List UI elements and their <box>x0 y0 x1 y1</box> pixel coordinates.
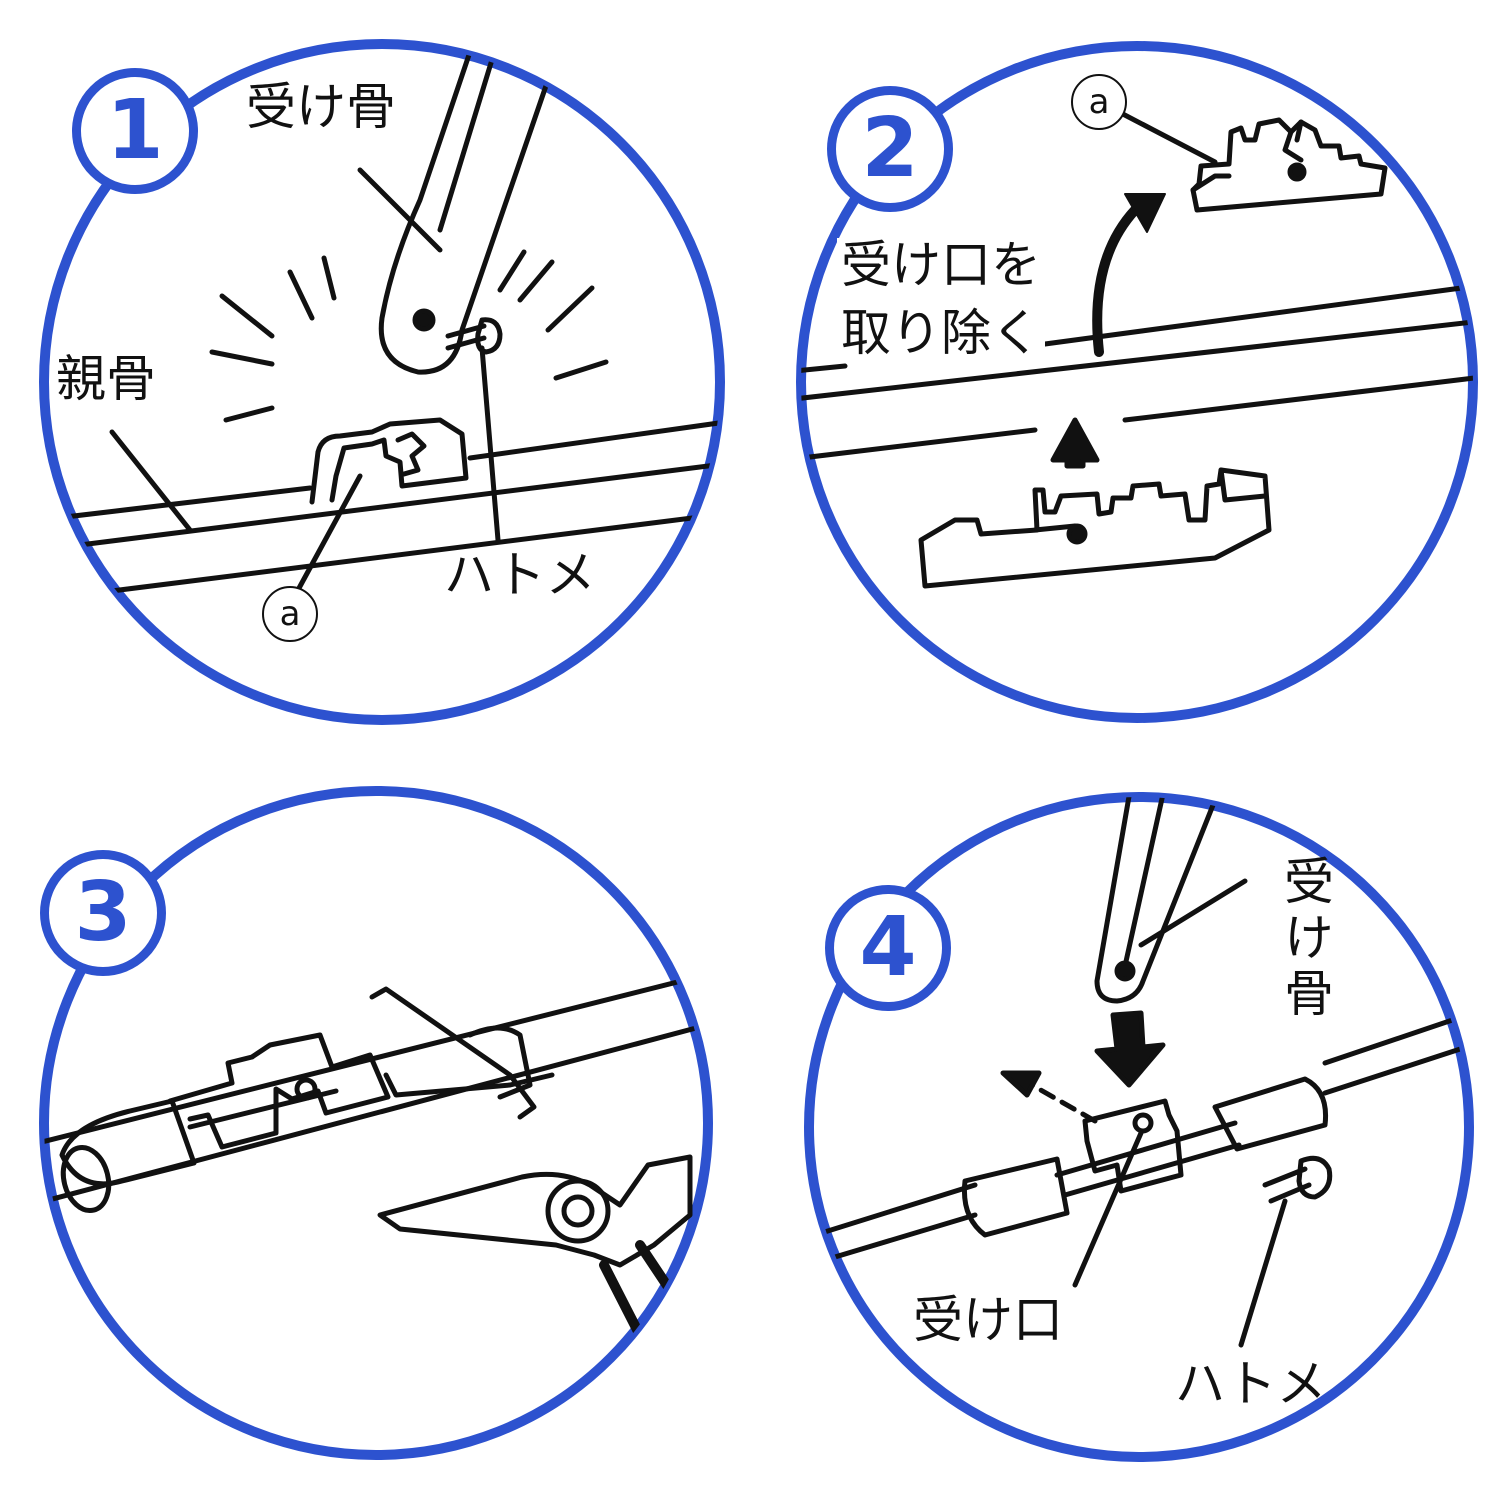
label-eyelet: ハトメ <box>1175 1355 1327 1413</box>
receiver-hole-upper <box>1287 162 1307 182</box>
receiver-hole-lower <box>1066 523 1088 545</box>
label-receiver: 受け口 <box>913 1291 1063 1349</box>
marker-a: a <box>1071 74 1127 130</box>
label-eyelet: ハトメ <box>444 546 596 604</box>
step-2-badge: 2 <box>827 86 953 212</box>
marker-a: a <box>262 586 318 642</box>
label-instruction-line-1: 受け口を <box>837 238 1045 293</box>
receiver-part-upper <box>1190 117 1388 213</box>
up-arrow <box>1050 417 1100 469</box>
impact-lines <box>209 249 609 423</box>
receiver-part <box>1054 1120 1242 1198</box>
label-instruction-line-2: 取り除く <box>837 306 1045 361</box>
main-rib-line-3 <box>801 373 1473 463</box>
eyelet <box>445 317 503 355</box>
panel-step-1: 1 受け骨 親骨 ハトメ a <box>0 0 745 745</box>
label-main-rib: 親骨 <box>52 352 160 407</box>
down-arrow <box>1094 1010 1166 1088</box>
panel-3-illustration <box>39 786 713 1460</box>
receiver-part-lower <box>918 467 1272 589</box>
pliers-pivot <box>545 1178 611 1244</box>
panel-step-4: 4 受け骨 受け口 ハトメ <box>745 745 1491 1500</box>
main-rib-line-1b <box>467 417 720 461</box>
rib-outline <box>1094 797 1224 1004</box>
rib-inner-line <box>437 44 501 233</box>
label-rib: 受け骨 <box>246 78 396 136</box>
panel-2-illustration <box>796 41 1478 723</box>
sleeve-right <box>1212 1076 1329 1152</box>
panel-step-2: 2 a 受け口を 取り除く <box>745 0 1491 745</box>
panel-4-illustration <box>804 792 1474 1462</box>
label-rib: 受け骨 <box>1276 855 1334 1023</box>
receiver-hole <box>1132 1112 1154 1134</box>
step-4-badge: 4 <box>825 885 951 1011</box>
main-rib-line-2 <box>44 459 720 553</box>
step-1-badge: 1 <box>72 68 198 194</box>
rib-hole <box>412 308 436 332</box>
main-rib-line-3 <box>44 509 720 603</box>
pliers-jaw-upper <box>369 986 537 1120</box>
rib-outline <box>378 44 551 375</box>
rod-line-1 <box>44 962 708 1148</box>
curved-arrow <box>1092 205 1140 357</box>
receiver-part <box>309 417 469 505</box>
main-rib-line-1 <box>44 485 313 523</box>
step-3-badge: 3 <box>40 850 166 976</box>
panel-step-3: 3 <box>0 745 745 1500</box>
main-rib-line-1 <box>801 281 1473 375</box>
eyelet <box>1262 1155 1333 1204</box>
dashed-arrow <box>1022 1078 1098 1124</box>
sleeve-left <box>961 1156 1070 1238</box>
receiver-hole <box>294 1077 318 1101</box>
rib-hole <box>1114 960 1136 982</box>
receiver-part <box>167 1032 391 1150</box>
panel-1-illustration <box>39 39 725 725</box>
main-rib-line-2 <box>801 317 1473 403</box>
